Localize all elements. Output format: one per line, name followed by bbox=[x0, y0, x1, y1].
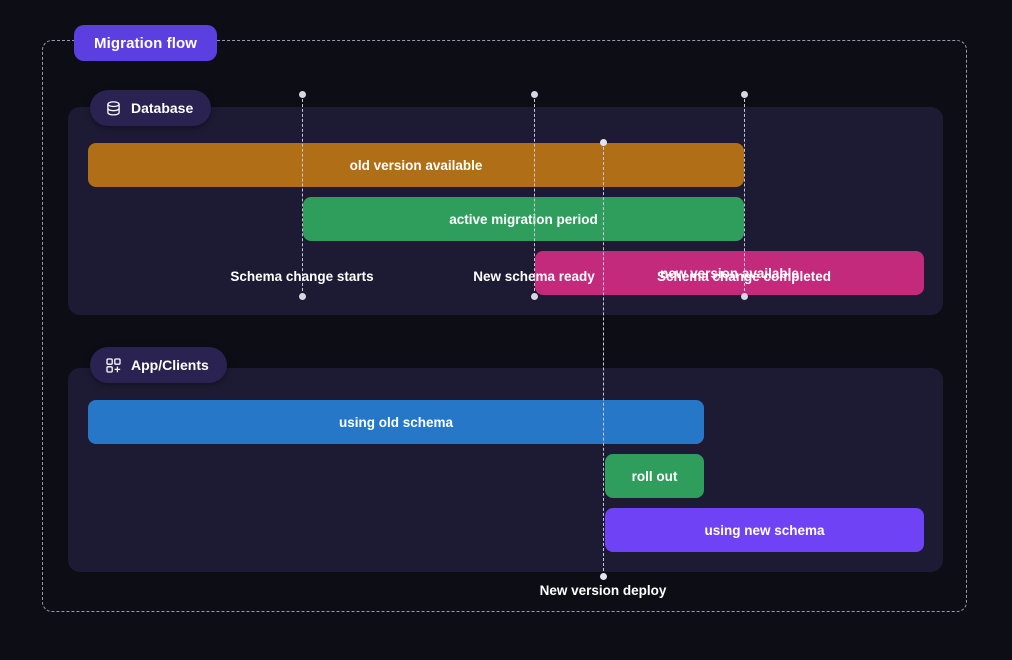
marker-label-schema-change-starts: Schema change starts bbox=[230, 269, 374, 284]
lane-label-app-clients: App/Clients bbox=[131, 357, 209, 373]
marker-dot-top bbox=[740, 90, 748, 98]
marker-dot-bottom-new-version-deploy bbox=[599, 572, 607, 580]
lane-label-database: Database bbox=[131, 100, 194, 116]
bar-old-version-available: old version available bbox=[88, 143, 744, 187]
marker-dot-bottom bbox=[530, 292, 538, 300]
marker-dot-top bbox=[530, 90, 538, 98]
marker-dot-bottom bbox=[740, 292, 748, 300]
bar-new-version-available: new version available bbox=[535, 251, 924, 295]
marker-line bbox=[744, 94, 745, 296]
diagram-frame bbox=[42, 40, 967, 612]
marker-dot-bottom bbox=[298, 292, 306, 300]
marker-dot-top bbox=[298, 90, 306, 98]
diagram-title-chip: Migration flow bbox=[74, 25, 218, 61]
lane-chip-app-clients: App/Clients bbox=[90, 347, 227, 383]
bar-using-old-schema: using old schema bbox=[88, 400, 704, 444]
marker-line-new-version-deploy bbox=[603, 142, 604, 576]
page-title: Migration flow bbox=[94, 34, 198, 52]
marker-line bbox=[534, 94, 535, 296]
bar-active-migration-period: active migration period bbox=[303, 197, 744, 241]
marker-label-schema-change-completed: Schema change completed bbox=[656, 269, 832, 284]
lane-chip-database: Database bbox=[90, 90, 212, 126]
marker-label-new-version-deploy: New version deploy bbox=[539, 583, 667, 598]
bar-using-new-schema: using new schema bbox=[605, 508, 924, 552]
marker-dot-top-new-version-deploy bbox=[599, 138, 607, 146]
database-icon bbox=[105, 100, 122, 117]
marker-label-new-schema-ready: New schema ready bbox=[473, 269, 595, 284]
marker-line bbox=[302, 94, 303, 296]
app-grid-plus-icon bbox=[105, 357, 122, 374]
bar-roll-out: roll out bbox=[605, 454, 704, 498]
